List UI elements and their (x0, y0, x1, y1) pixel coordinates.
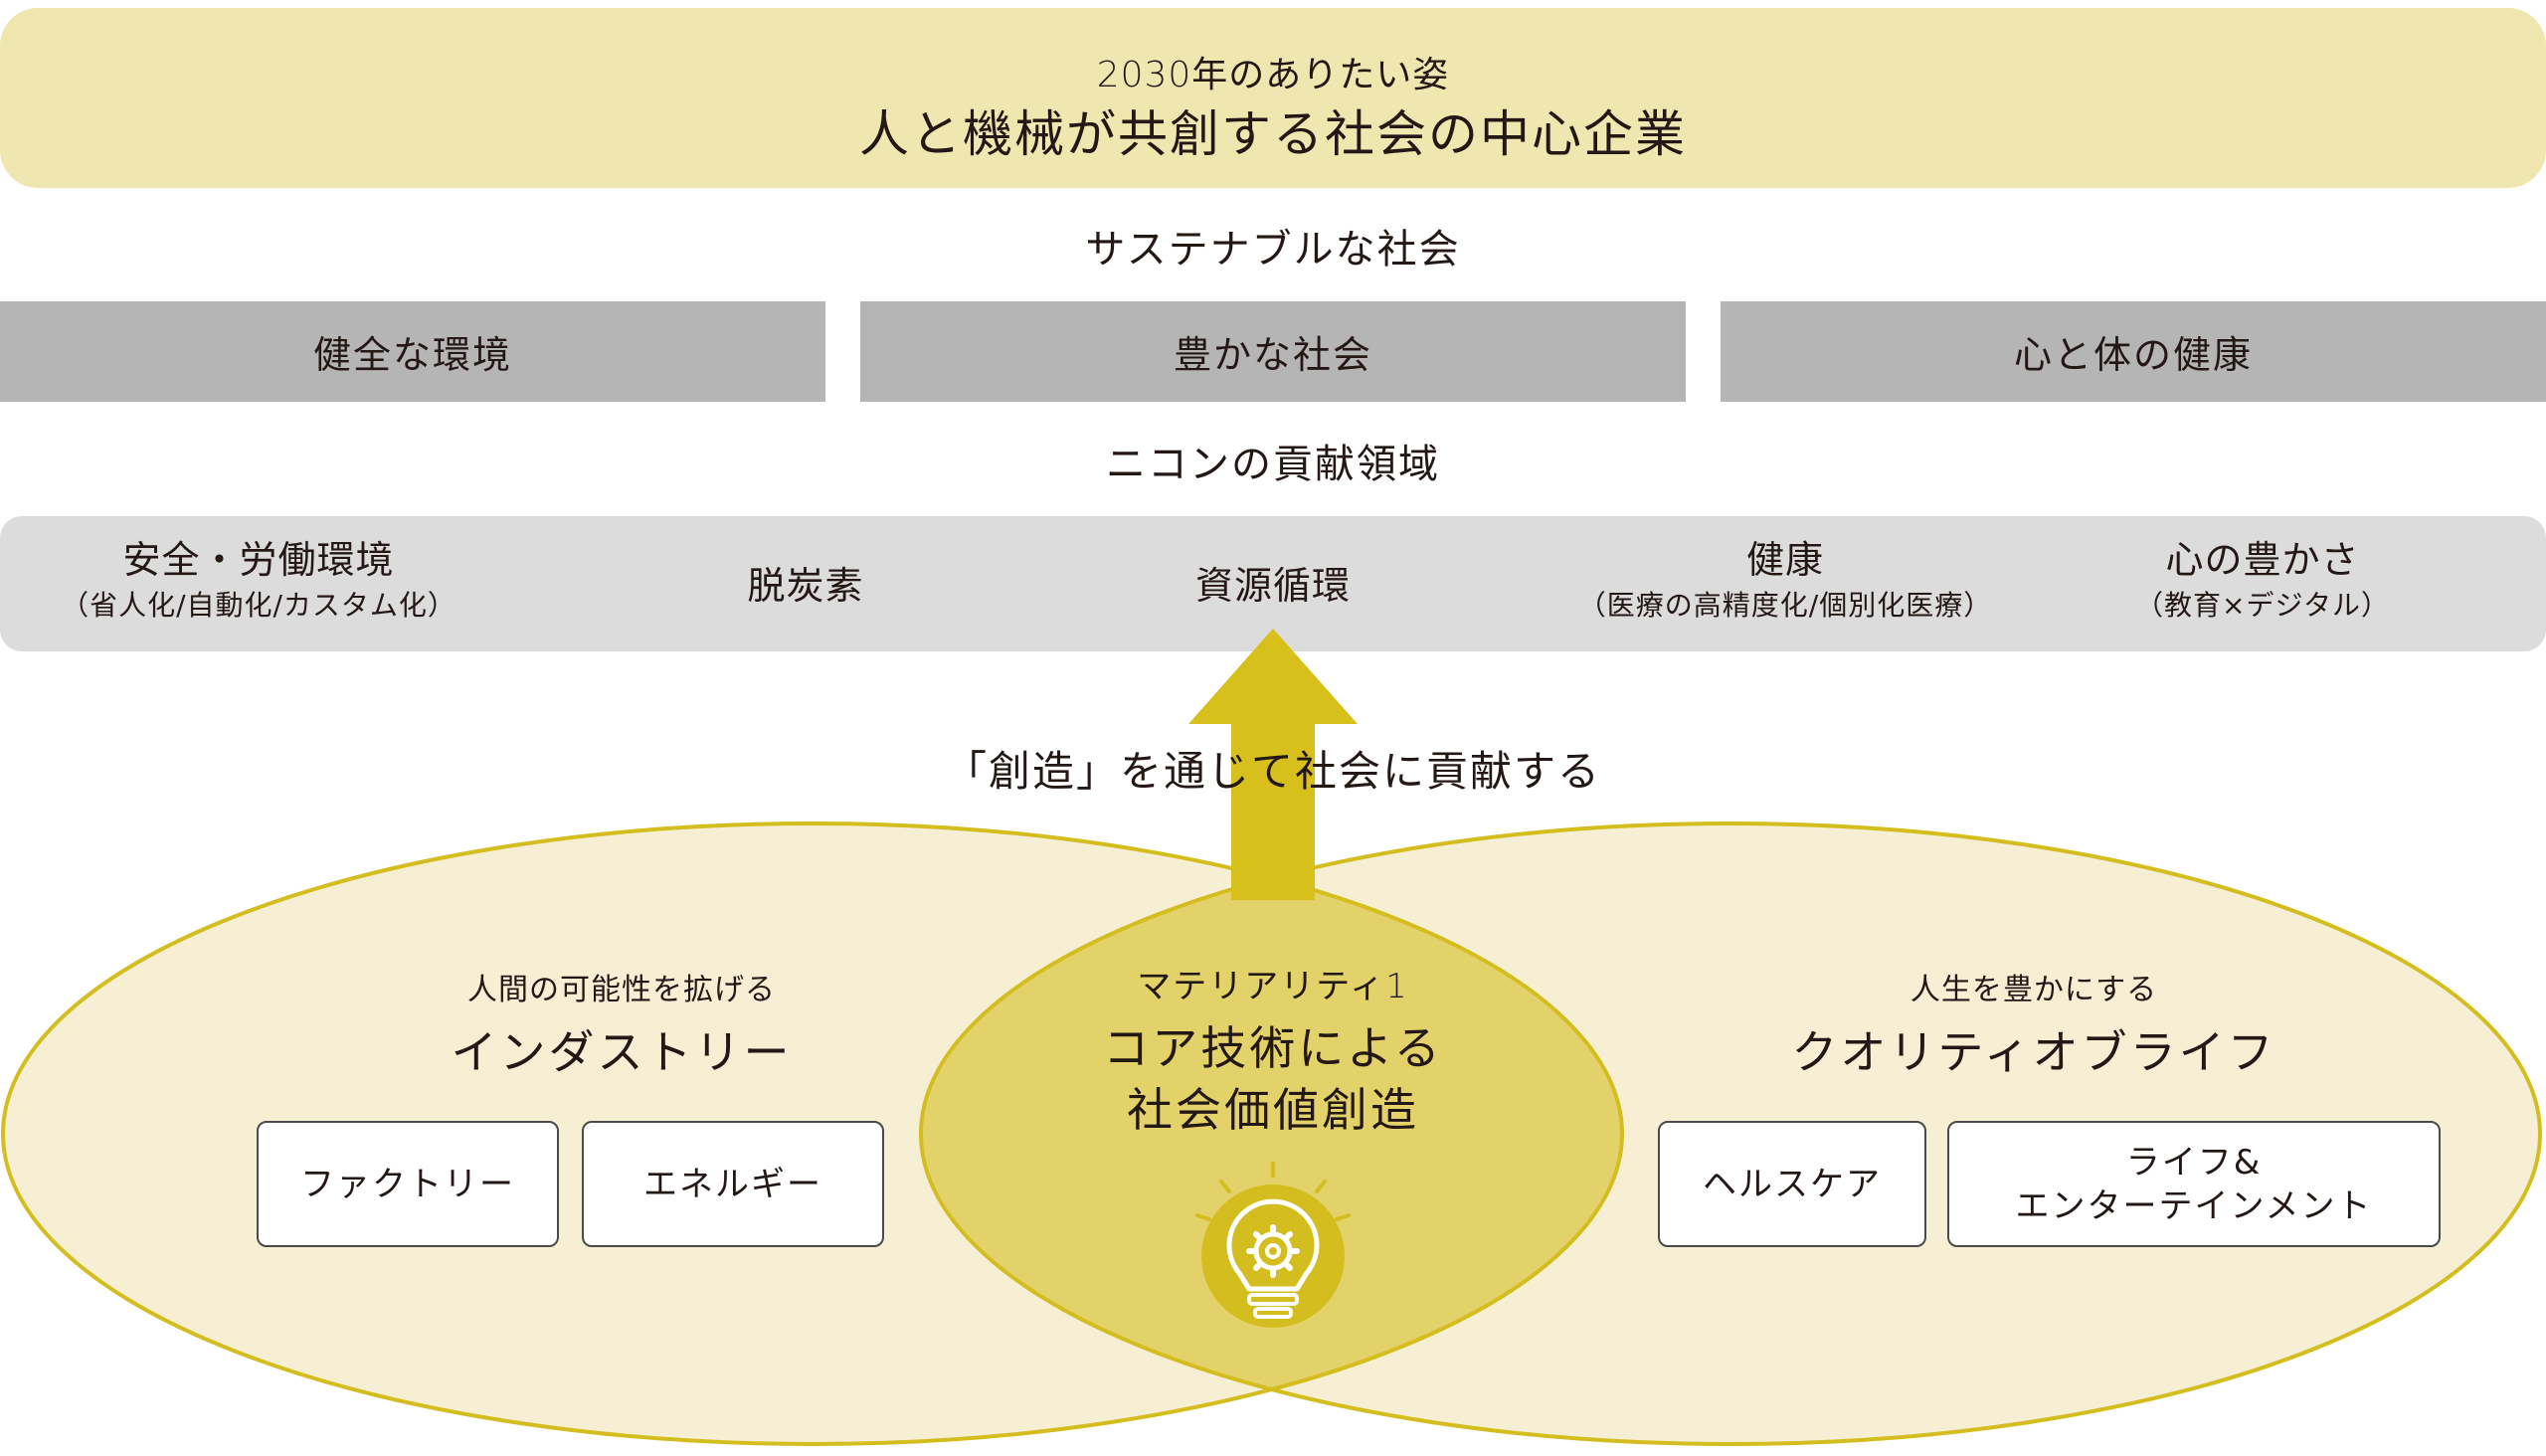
industry-label: 人間の可能性を拡げる (467, 973, 776, 1007)
area-sub-label: （教育×デジタル） (2135, 589, 2390, 622)
pillar-health: 心と体の健康 (1721, 301, 2546, 402)
area-main-label: 脱炭素 (747, 564, 864, 608)
pillar-label: 健全な環境 (312, 333, 512, 377)
contribution-heading: ニコンの貢献領域 (1106, 442, 1440, 487)
qol-title: クオリティオブライフ (1791, 1025, 2276, 1079)
vision-banner (0, 8, 2546, 188)
life-entertainment-box: ライフ& エンターテインメント (1947, 1121, 2441, 1247)
area-decarbonization: 脱炭素 (656, 563, 955, 609)
box-label: ファクトリー (300, 1164, 515, 1204)
area-main-label: 資源循環 (1194, 564, 1351, 608)
area-sub-label: （省人化/自動化/カスタム化） (61, 589, 456, 622)
box-label-line1: ライフ& (2125, 1142, 2263, 1183)
materiality-label: マテリアリティ1 (1137, 967, 1409, 1006)
area-health: 健康 （医療の高精度化/個別化医療） (1551, 537, 2019, 625)
vision-subtitle: 2030年のありたい姿 (1096, 55, 1450, 95)
area-main-label: 安全・労働環境 (122, 538, 395, 582)
area-main-label: 健康 (1745, 538, 1824, 582)
factory-box: ファクトリー (257, 1121, 559, 1247)
box-label-line2: エンターテインメント (2015, 1185, 2373, 1226)
pillar-label: 豊かな社会 (1173, 333, 1372, 377)
area-richness-of-mind: 心の豊かさ （教育×デジタル） (2098, 537, 2427, 625)
pillar-environment: 健全な環境 (0, 301, 825, 402)
vision-title: 人と機械が共創する社会の中心企業 (859, 105, 1687, 163)
core-title-line1: コア技術による (1103, 1021, 1443, 1075)
area-resource-circulation: 資源循環 (1124, 563, 1422, 609)
core-title-line2: 社会価値創造 (1127, 1083, 1419, 1137)
healthcare-box: ヘルスケア (1658, 1121, 1926, 1247)
industry-title: インダストリー (451, 1025, 793, 1079)
sustainable-heading: サステナブルな社会 (1085, 227, 1461, 273)
upward-arrow (1188, 629, 1358, 900)
lightbulb-gear-icon (1195, 1162, 1351, 1328)
area-main-label: 心の豊かさ (2165, 538, 2360, 582)
pillar-label: 心と体の健康 (2013, 333, 2253, 377)
pillar-society: 豊かな社会 (860, 301, 1686, 402)
area-sub-label: （医療の高精度化/個別化医療） (1577, 589, 1993, 622)
area-safety: 安全・労働環境 （省人化/自動化/カスタム化） (40, 537, 477, 625)
box-label: エネルギー (643, 1164, 822, 1204)
arrow-caption: 「創造」を通じて社会に貢献する (944, 747, 1601, 796)
qol-label: 人生を豊かにする (1910, 973, 2158, 1007)
energy-box: エネルギー (582, 1121, 884, 1247)
box-label: ヘルスケア (1703, 1164, 1882, 1204)
